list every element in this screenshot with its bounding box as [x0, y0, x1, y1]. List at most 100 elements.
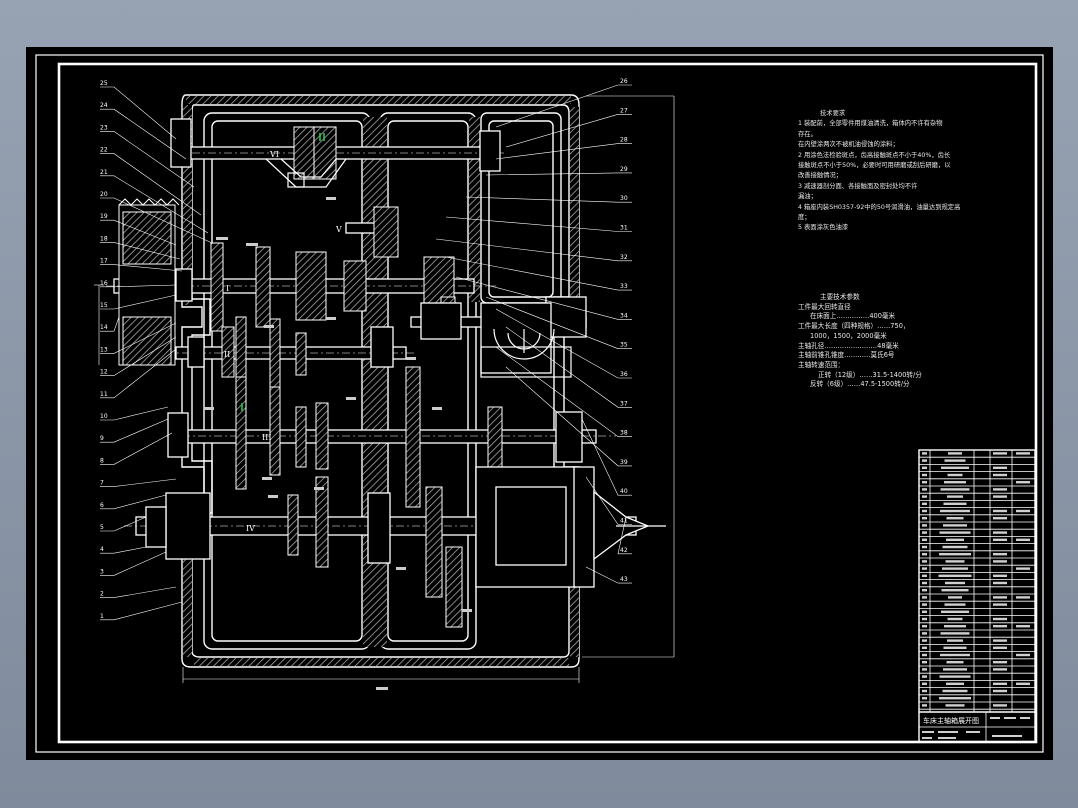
callout-left-8: 8: [100, 457, 104, 464]
leader-line: [100, 551, 167, 576]
parts-cell-mark: [922, 517, 927, 520]
parts-cell-mark: [922, 560, 927, 563]
leader-line: [445, 256, 632, 291]
parts-cell-mark: [922, 524, 927, 527]
callout-left-23: 23: [100, 124, 108, 131]
leader-line: [100, 242, 181, 260]
dimension-lines: [94, 95, 675, 683]
parts-cell-mark: [922, 603, 927, 606]
parts-cell-mark: [941, 589, 969, 592]
parts-cell-mark: [1016, 596, 1030, 599]
parts-cell-mark: [993, 625, 1007, 628]
parts-cell-mark: [939, 531, 971, 534]
param-line: 反转（6级）……47.5-1500转/分: [810, 380, 910, 389]
shaft-label-vi: VI: [269, 150, 279, 159]
leader-line: [100, 316, 120, 332]
parts-list-entries: [922, 452, 1030, 707]
tech-line: 3 减速器剖分面、各接触面及密封处均不许: [798, 182, 918, 190]
parts-cell-mark: [942, 689, 968, 693]
callout-left-24: 24: [100, 102, 108, 109]
leader-line: [100, 601, 183, 621]
leader-line: [100, 432, 173, 465]
small-annotations: [204, 197, 472, 690]
parts-cell-mark: [947, 617, 963, 621]
callout-left-1: 1: [100, 613, 104, 620]
leader-line: [585, 476, 632, 525]
param-line: 工件最大长度（四种规格）……750，: [798, 322, 910, 331]
parts-cell-mark: [993, 574, 1007, 577]
leader-line: [465, 196, 632, 203]
callout-left-6: 6: [100, 502, 104, 509]
tech-requirements-title: 技术要求: [820, 110, 846, 117]
leader-line: [100, 131, 195, 188]
parts-cell-mark: [943, 646, 967, 649]
leader-line: [581, 418, 632, 496]
parts-cell-mark: [1016, 625, 1030, 628]
tech-line: 存在。: [798, 130, 817, 138]
parts-cell-mark: [922, 473, 927, 477]
parts-cell-mark: [922, 574, 927, 577]
parts-cell-mark: [922, 610, 927, 613]
parts-cell-mark: [922, 495, 927, 498]
leader-line: [585, 566, 632, 584]
callout-left-16: 16: [100, 280, 108, 287]
callout-right-42: 42: [620, 547, 628, 554]
parts-cell-mark: [1016, 567, 1030, 570]
parts-cell-mark: [922, 697, 927, 700]
leader-line: [100, 418, 169, 443]
parts-cell-mark: [946, 538, 964, 541]
parts-cell-mark: [922, 589, 927, 592]
param-line: 1000，1500，2000毫米: [810, 331, 887, 340]
shaft-label-i: I: [226, 284, 229, 293]
parts-cell-mark: [922, 646, 927, 649]
leader-line: [495, 143, 632, 160]
parts-cell-mark: [993, 704, 1007, 707]
parts-cell-mark: [922, 617, 927, 621]
leader-line: [100, 336, 177, 376]
leader-line: [100, 175, 209, 234]
callout-left-4: 4: [100, 546, 104, 553]
callout-left-15: 15: [100, 302, 108, 309]
parts-cell-mark: [993, 538, 1007, 541]
callout-right-27: 27: [620, 107, 628, 114]
parts-cell-mark: [993, 689, 1007, 693]
parts-cell-mark: [922, 682, 927, 685]
parts-cell-mark: [1016, 509, 1030, 513]
bearings: [145, 118, 587, 588]
callout-left-18: 18: [100, 235, 108, 242]
parts-cell-mark: [944, 625, 966, 628]
parts-cell-mark: [993, 466, 1007, 469]
leader-line: [100, 478, 177, 487]
callout-left-7: 7: [100, 480, 104, 487]
parts-cell-mark: [922, 653, 927, 657]
parts-cell-mark: [1016, 481, 1030, 484]
parts-cell-mark: [940, 488, 970, 491]
parts-cell-mark: [993, 473, 1007, 477]
parts-cell-mark: [942, 545, 968, 549]
leader-line: [100, 348, 177, 399]
leader-lines: [100, 84, 632, 621]
parts-cell-mark: [948, 452, 962, 455]
leader-line: [100, 322, 177, 354]
callout-right-37: 37: [620, 400, 628, 407]
leader-line: [100, 516, 147, 532]
callout-right-34: 34: [620, 312, 628, 319]
leader-line: [485, 296, 632, 350]
parts-cell-mark: [922, 466, 927, 469]
parts-cell-mark: [993, 488, 1007, 491]
callout-left-3: 3: [100, 568, 104, 575]
leader-line: [505, 114, 632, 148]
tech-line: 改善接触情况；: [798, 172, 843, 180]
parts-cell-mark: [941, 610, 969, 613]
parts-cell-mark: [1016, 682, 1030, 685]
parts-cell-mark: [922, 661, 927, 664]
spindle-nose: [573, 466, 666, 588]
inner-border: [57, 62, 1038, 744]
leader-line: [445, 216, 632, 232]
parts-cell-mark: [945, 560, 965, 563]
callout-right-43: 43: [620, 576, 628, 583]
callout-right-40: 40: [620, 488, 628, 495]
callout-right-36: 36: [620, 371, 628, 378]
leader-line: [617, 516, 632, 555]
